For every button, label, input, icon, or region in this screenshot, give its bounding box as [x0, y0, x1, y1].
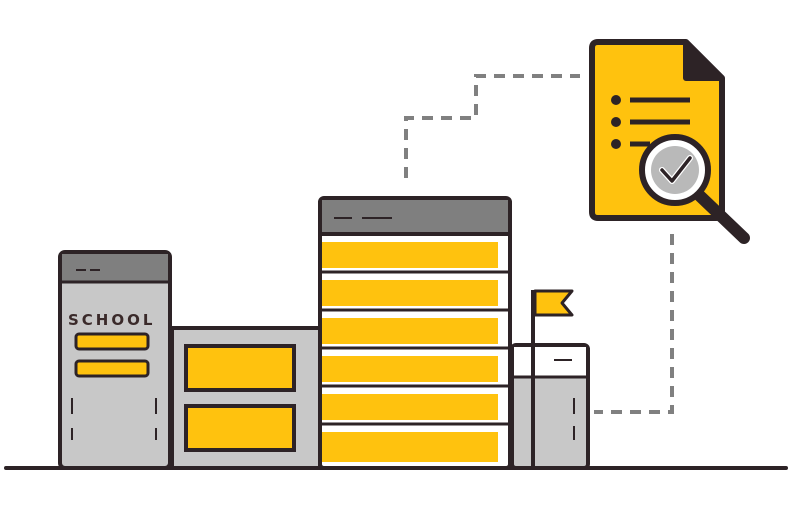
school-building-icon: SCHOOL: [58, 250, 172, 470]
flag-icon: [531, 289, 574, 470]
magnifier-check-icon: [639, 134, 750, 244]
school-sign-label: SCHOOL: [68, 311, 155, 329]
school-tower: [318, 196, 512, 470]
dashed-connector-top: [404, 74, 580, 178]
dashed-connector-right: [594, 234, 674, 414]
school-wing-right: [510, 343, 590, 470]
school-wing-left: [170, 326, 322, 470]
